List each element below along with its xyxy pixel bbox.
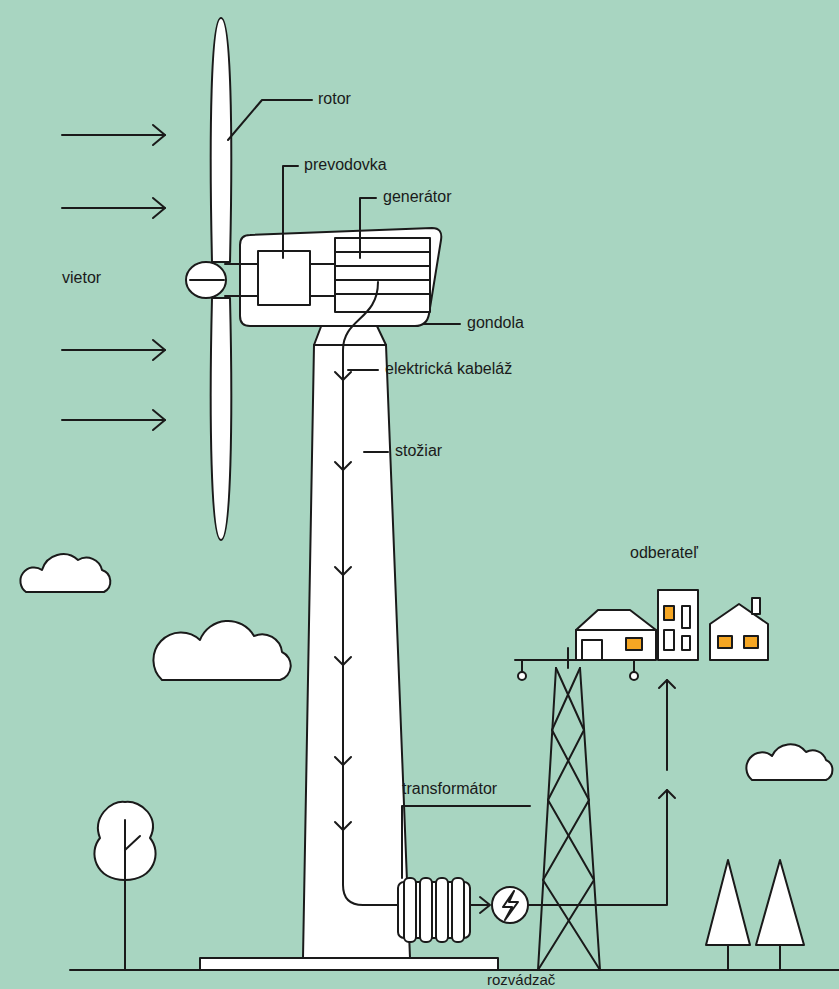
part-label: stožiar [395, 442, 442, 460]
nacelle [240, 228, 441, 326]
part-label: transformátor [402, 780, 497, 798]
transformer [398, 878, 470, 942]
generator [335, 238, 430, 312]
power-flow [528, 680, 675, 905]
houses [576, 590, 768, 660]
part-label: elektrická kabeláž [385, 360, 512, 378]
tower-neck [314, 344, 386, 346]
trees [94, 802, 804, 970]
pylon [515, 648, 640, 970]
wind-label: vietor [62, 269, 101, 287]
part-label: prevodovka [304, 156, 387, 174]
rotor-blade [211, 298, 232, 540]
switchgear-symbol [492, 887, 528, 923]
part-label: rozvádzač [487, 972, 555, 987]
hub-seam [190, 279, 224, 281]
consumer-label: odberateľ [630, 544, 698, 562]
leader-lines [228, 100, 530, 878]
part-label: rotor [318, 90, 351, 108]
part-label: generátor [383, 188, 452, 206]
rotor-hub [186, 262, 226, 298]
tower [303, 324, 410, 958]
part-label: gondola [467, 314, 524, 332]
ground-line [70, 969, 839, 971]
wind-arrows [62, 125, 165, 430]
clouds [20, 554, 832, 780]
tower-base [200, 958, 498, 970]
gearbox [258, 251, 310, 305]
